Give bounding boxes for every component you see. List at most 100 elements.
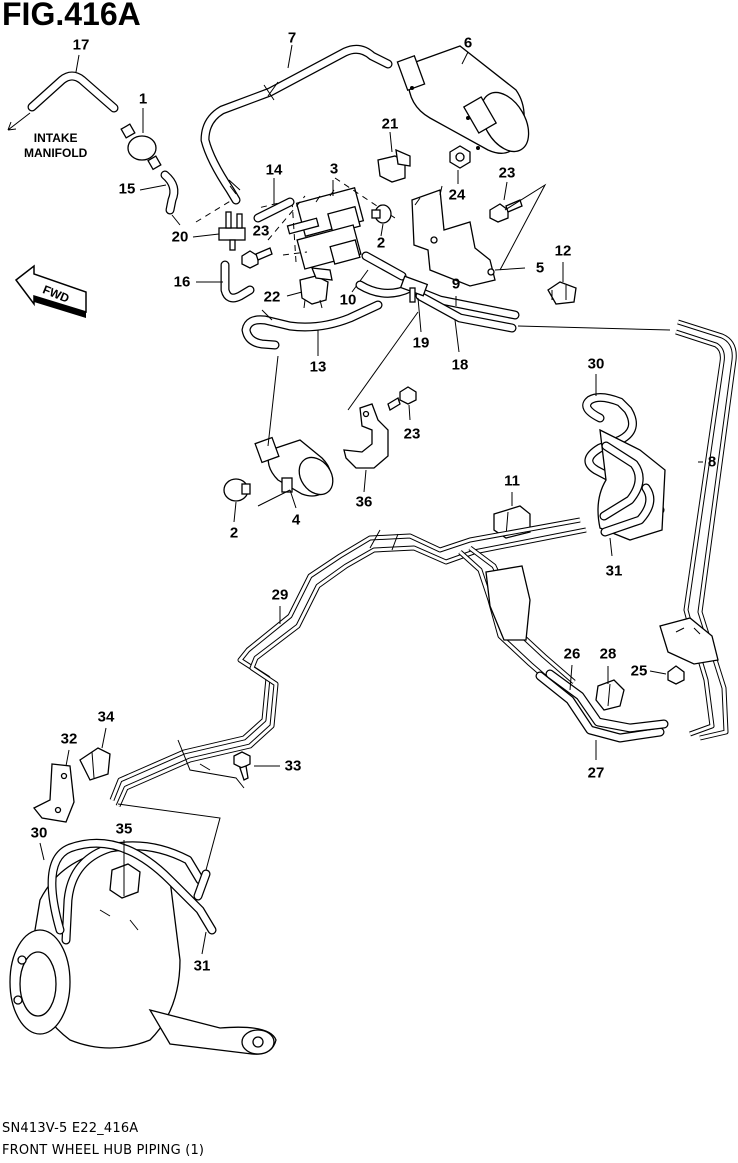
callout-14: 14 xyxy=(265,161,283,179)
callout-30-upper: 30 xyxy=(587,355,605,373)
callout-21: 21 xyxy=(381,115,399,133)
callout-7: 7 xyxy=(287,29,297,47)
callout-1: 1 xyxy=(138,90,148,108)
leader-5 xyxy=(494,267,526,271)
leader-7 xyxy=(287,44,293,69)
leader-30b xyxy=(39,842,45,861)
callout-31-lower: 31 xyxy=(193,957,211,975)
callout-28: 28 xyxy=(599,645,617,663)
bracket-36 xyxy=(343,403,389,469)
hose-14 xyxy=(253,197,295,223)
clip-22 xyxy=(299,267,333,309)
leader-25 xyxy=(649,670,667,675)
leader-32 xyxy=(65,749,70,767)
callout-27: 27 xyxy=(587,764,605,782)
connector-line xyxy=(517,325,671,331)
callout-26: 26 xyxy=(563,645,581,663)
cap-2a xyxy=(371,204,392,224)
callout-9: 9 xyxy=(451,275,461,293)
callout-25: 25 xyxy=(630,662,648,680)
callout-16: 16 xyxy=(173,273,191,291)
fwd-arrow-icon: FWD xyxy=(14,264,87,318)
callout-23-top-right: 23 xyxy=(498,164,516,182)
manifold-label: MANIFOLD xyxy=(24,146,88,160)
bolt-23a xyxy=(489,199,523,223)
callout-8: 8 xyxy=(707,453,717,471)
solenoid-3 xyxy=(286,187,365,270)
hose-18 xyxy=(415,291,517,333)
callout-12: 12 xyxy=(554,242,572,260)
callout-29: 29 xyxy=(271,586,289,604)
bolt-23b xyxy=(241,247,273,269)
callout-5: 5 xyxy=(535,259,545,277)
clip-28 xyxy=(595,679,625,711)
callout-36: 36 xyxy=(355,493,373,511)
callout-34: 34 xyxy=(97,708,115,726)
leader-21 xyxy=(389,131,393,153)
leader-23c xyxy=(408,404,411,421)
callout-6: 6 xyxy=(463,34,473,52)
canister-4 xyxy=(254,436,334,497)
leader-22 xyxy=(286,291,303,297)
callout-13: 13 xyxy=(309,358,327,376)
joint-19 xyxy=(399,275,429,303)
cap-2b xyxy=(223,478,251,502)
callout-31-upper: 31 xyxy=(605,562,623,580)
leader-4 xyxy=(257,489,297,509)
leader-6 xyxy=(461,51,469,65)
intake-arrow xyxy=(7,112,31,131)
figure-caption: FRONT WHEEL HUB PIPING (1) xyxy=(2,1143,205,1158)
leader-15 xyxy=(139,184,167,191)
valve-1 xyxy=(120,123,162,171)
hose-16 xyxy=(220,260,255,303)
leader-26 xyxy=(569,664,573,691)
clip-35 xyxy=(109,863,141,899)
bolt-33 xyxy=(233,751,251,781)
hose-13 xyxy=(241,300,383,350)
callout-11: 11 xyxy=(504,472,520,490)
leader-15b xyxy=(171,214,181,226)
intake-label: INTAKE xyxy=(33,131,78,145)
leader-34 xyxy=(101,727,107,749)
figure-title: FIG.416A xyxy=(2,0,141,32)
leader-20 xyxy=(192,233,220,238)
hose-7 xyxy=(200,44,393,205)
callout-2-lower: 2 xyxy=(229,524,239,542)
hose-17 xyxy=(27,71,119,113)
joint-20 xyxy=(218,211,246,251)
pipe-29 xyxy=(109,517,587,808)
leader-23a xyxy=(503,181,508,201)
leader-18 xyxy=(454,319,460,353)
callout-30-lower: 30 xyxy=(30,824,48,842)
callout-32: 32 xyxy=(60,730,78,748)
hose-30-upper xyxy=(582,392,665,515)
canister-6 xyxy=(396,45,530,154)
leader-36 xyxy=(363,469,367,493)
hose-15 xyxy=(160,170,179,215)
bracket-32 xyxy=(32,763,75,823)
callout-23-left: 23 xyxy=(252,222,270,240)
callout-35: 35 xyxy=(115,820,133,838)
pipe-8 xyxy=(659,319,737,741)
clip-12 xyxy=(547,281,577,305)
intake-manifold-note: INTAKE MANIFOLD xyxy=(24,131,87,161)
leader-2b xyxy=(233,501,237,523)
callout-19: 19 xyxy=(412,334,430,352)
clip-34 xyxy=(79,747,111,781)
grommet-25 xyxy=(667,665,685,685)
callout-18: 18 xyxy=(451,356,469,374)
leader-17 xyxy=(75,54,80,73)
callout-20: 20 xyxy=(171,228,189,246)
bracket-5 xyxy=(411,185,496,287)
hose-31-upper xyxy=(597,428,666,541)
leader-31b xyxy=(201,931,207,955)
callout-33: 33 xyxy=(284,757,302,775)
callout-2-upper: 2 xyxy=(376,234,386,252)
callout-24: 24 xyxy=(448,186,466,204)
clip-21 xyxy=(377,148,411,183)
callout-23-middle: 23 xyxy=(403,425,421,443)
leader-19 xyxy=(417,297,422,333)
callout-3: 3 xyxy=(329,160,339,178)
nut-24 xyxy=(449,145,471,169)
